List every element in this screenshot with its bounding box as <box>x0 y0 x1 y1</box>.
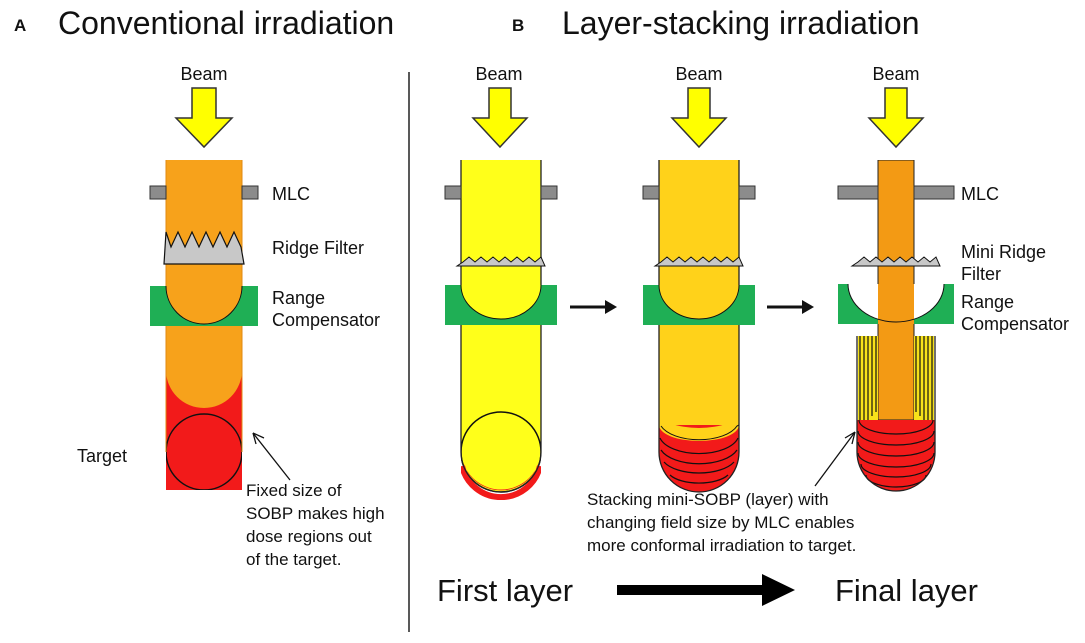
panel-a-range-label: Range <box>272 288 325 308</box>
panel-a-mlc-label: MLC <box>272 184 310 204</box>
panel-a-beam-label: Beam <box>180 64 227 84</box>
panel-b-middle-layer-column <box>658 160 740 500</box>
beam-arrow-icon <box>174 87 234 149</box>
beam-arrow-icon <box>867 87 925 149</box>
panel-a-note-line-2: SOBP makes high <box>246 504 385 523</box>
mlc-leaf-right <box>241 185 259 200</box>
mlc-leaf-left <box>444 185 462 200</box>
mini-ridge-filter <box>653 256 744 267</box>
panel-b-range-label: Range <box>961 292 1014 312</box>
mini-ridge-filter <box>850 256 941 267</box>
panel-a-note-line-3: dose regions out <box>246 527 372 546</box>
mlc-leaf-right <box>540 185 558 200</box>
progression-arrow-icon <box>617 574 795 606</box>
panel-b-first-layer-column <box>460 160 542 500</box>
panel-b-compensator-label: Compensator <box>961 314 1069 334</box>
panel-b-beam-label-2: Beam <box>675 64 722 84</box>
panel-a-letter: A <box>14 16 26 35</box>
panel-a: A Conventional irradiation Beam MLC Ridg… <box>14 5 394 569</box>
mlc-leaf-right <box>913 185 955 200</box>
panel-b-note-line-2: changing field size by MLC enables <box>587 513 854 532</box>
arrow-head-icon <box>252 432 265 445</box>
mlc-leaf-left <box>642 185 660 200</box>
mlc-leaf-right <box>738 185 756 200</box>
panel-a-note-line-4: of the target. <box>246 550 341 569</box>
panel-b-note-arrow <box>814 431 856 487</box>
sequence-arrow-icon <box>767 300 814 314</box>
mlc-field-lines <box>858 336 934 430</box>
panel-a-title: Conventional irradiation <box>58 5 394 41</box>
panel-b-title: Layer-stacking irradiation <box>562 5 920 41</box>
arrow-head-icon <box>844 431 856 445</box>
panel-a-note-line-1: Fixed size of <box>246 481 342 500</box>
panel-b-note-line-3: more conformal irradiation to target. <box>587 536 856 555</box>
beam-arrow-icon <box>471 87 529 149</box>
panel-b-mlc-label: MLC <box>961 184 999 204</box>
mlc-leaf-left <box>149 185 167 200</box>
first-layer-label: First layer <box>437 573 573 608</box>
panel-b-filter-label: Filter <box>961 264 1001 284</box>
panel-b: B Layer-stacking irradiation Beam Beam B… <box>437 5 1069 608</box>
panel-b-letter: B <box>512 16 524 35</box>
panel-a-ridge-filter-label: Ridge Filter <box>272 238 364 258</box>
final-layer-label: Final layer <box>835 573 978 608</box>
sequence-arrow-icon <box>570 300 617 314</box>
panel-b-final-layer-column <box>856 160 936 500</box>
panel-b-note-line-1: Stacking mini-SOBP (layer) with <box>587 490 829 509</box>
panel-b-beam-label-3: Beam <box>872 64 919 84</box>
mlc-leaf-left <box>837 185 879 200</box>
ridge-filter <box>163 230 245 265</box>
beam-arrow-icon <box>670 87 728 149</box>
panel-a-note-arrow <box>252 432 291 481</box>
panel-a-target-label: Target <box>77 446 127 466</box>
panel-a-compensator-label: Compensator <box>272 310 380 330</box>
mini-ridge-filter <box>455 256 546 267</box>
panel-b-beam-label-1: Beam <box>475 64 522 84</box>
panel-b-mini-ridge-label: Mini Ridge <box>961 242 1046 262</box>
